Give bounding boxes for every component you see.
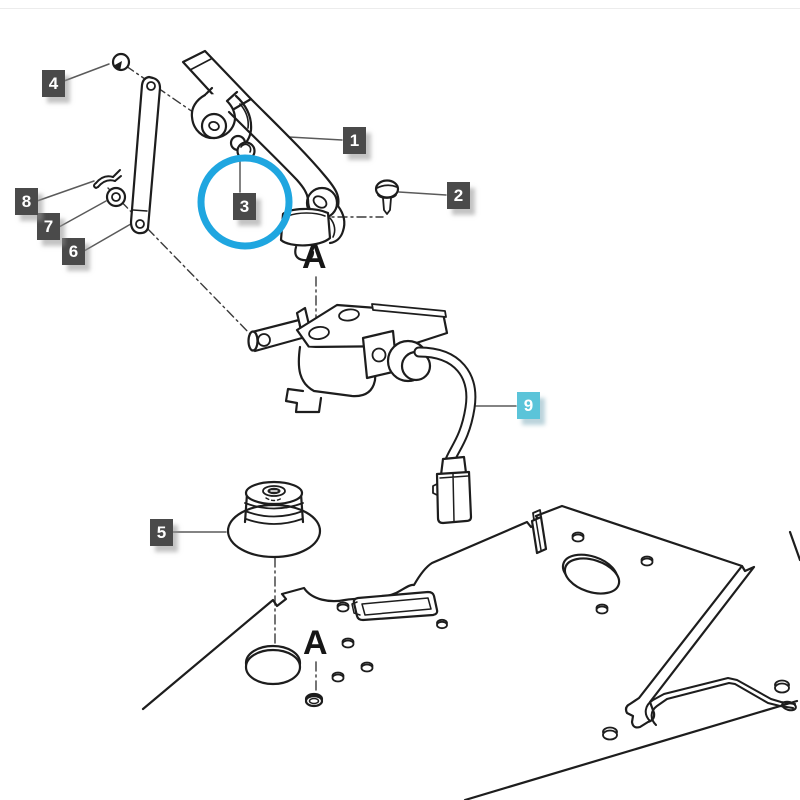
washer-part7 <box>105 186 127 208</box>
callout-1[interactable]: 1 <box>343 127 366 154</box>
callout-5[interactable]: 5 <box>150 519 173 546</box>
callout-7[interactable]: 7 <box>37 213 60 240</box>
chassis-panel <box>141 504 800 800</box>
cotter-pin-part8 <box>93 169 122 189</box>
section-marker-a-bottom: A <box>303 624 328 662</box>
callout-leader-lines <box>36 63 517 533</box>
callout-4[interactable]: 4 <box>42 70 65 97</box>
link-rod-part6 <box>129 75 162 235</box>
callout-3[interactable]: 3 <box>233 193 256 220</box>
callout-2[interactable]: 2 <box>447 182 470 209</box>
highlight-circle <box>197 154 293 250</box>
grommet-part5 <box>226 480 322 559</box>
sensor-bracket-part9 <box>247 303 477 525</box>
push-nut-part4 <box>111 52 131 72</box>
pedal-lever-part1 <box>181 49 346 262</box>
callout-6[interactable]: 6 <box>62 238 85 265</box>
callout-8[interactable]: 8 <box>15 188 38 215</box>
screw-part2 <box>374 179 400 215</box>
panel-holes <box>331 531 790 741</box>
page-top-border <box>0 8 800 9</box>
callout-9-highlighted[interactable]: 9 <box>517 392 540 419</box>
wire-bracket <box>644 677 797 726</box>
section-marker-a-top: A <box>302 238 327 276</box>
